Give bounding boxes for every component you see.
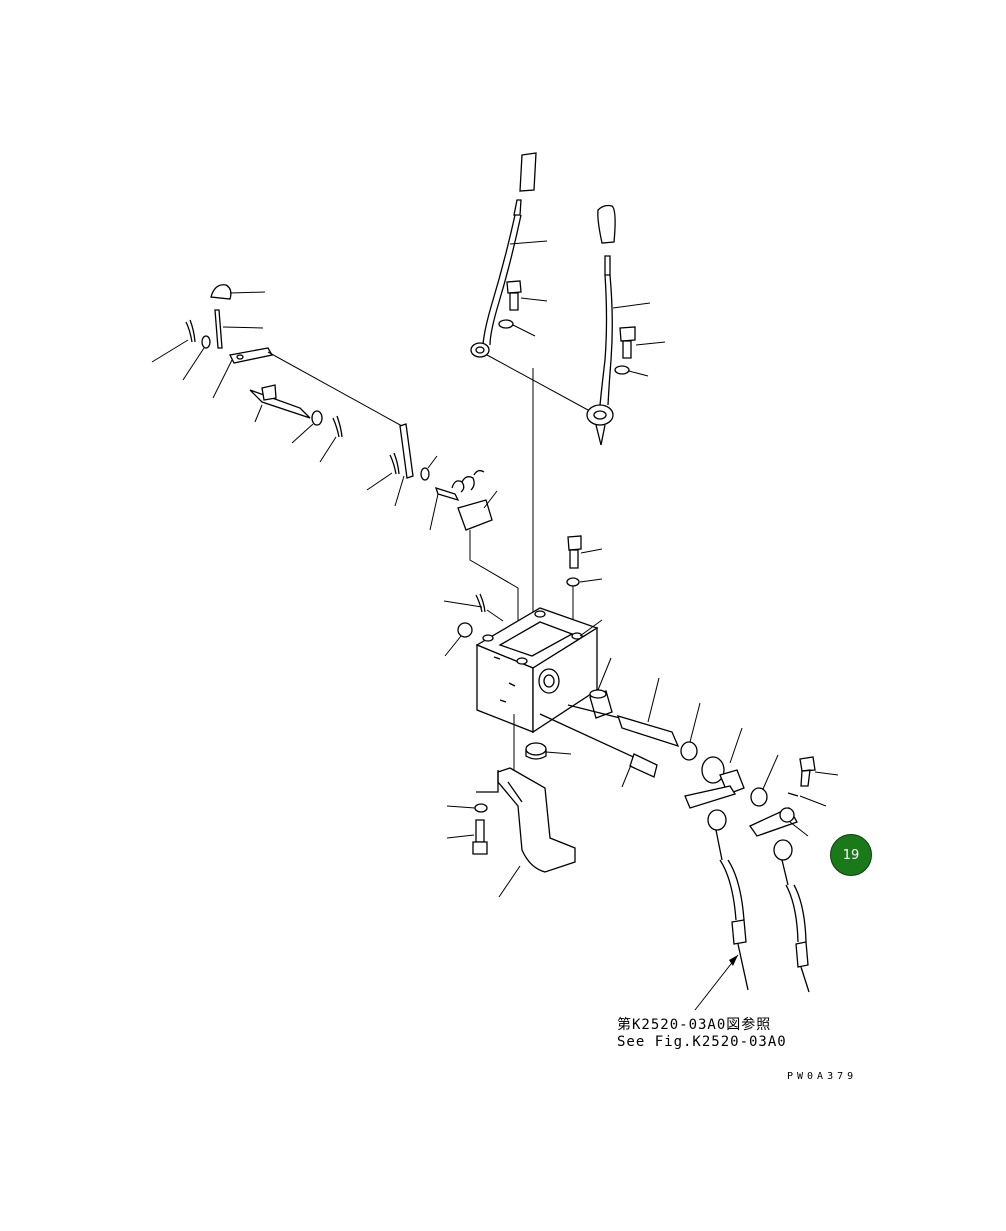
long-bolt [539, 713, 658, 778]
grease-fitting-bolt [799, 756, 816, 787]
cotter-pin [389, 452, 400, 475]
spring-clip [451, 469, 485, 493]
washer [566, 577, 580, 587]
gear-arm [684, 756, 745, 809]
cotter-pin [185, 319, 196, 343]
bushing-right [680, 741, 698, 761]
shaft [567, 704, 680, 748]
collar [750, 787, 768, 807]
right-control-lever [586, 204, 616, 446]
bushing [457, 622, 473, 638]
rubber-mount [525, 742, 547, 760]
lower-arm [749, 807, 798, 837]
pin-rod [214, 309, 223, 349]
control-box-housing [475, 607, 599, 734]
control-cable-left [707, 809, 749, 991]
washer [201, 335, 211, 349]
lever-bolt-right [619, 326, 636, 359]
box-bolt [567, 535, 582, 569]
left-control-lever [470, 152, 537, 358]
washer [311, 410, 323, 426]
page-number-badge[interactable]: 19 [830, 834, 872, 876]
washer [474, 803, 488, 813]
clevis-link [229, 347, 274, 364]
lever-plate [457, 499, 493, 531]
figure-reference-japanese: 第K2520-03A0図参照 [617, 1017, 772, 1033]
drawing-code: PW0A379 [787, 1071, 858, 1082]
link-rod [399, 423, 414, 479]
cotter-pin [475, 593, 486, 613]
cotter-pin [332, 415, 343, 438]
washer [614, 365, 630, 375]
bent-rod [434, 486, 460, 502]
bracket-bolt [472, 819, 488, 855]
control-cable-right [773, 839, 810, 993]
bracket-plate [249, 384, 311, 419]
washer [498, 319, 514, 329]
lever-bolt-left [506, 280, 522, 311]
figure-reference-english: See Fig.K2520-03A0 [617, 1034, 787, 1050]
grease-nipple [787, 792, 799, 797]
knob [210, 284, 232, 300]
washer [420, 467, 430, 481]
mounting-bracket [497, 767, 576, 873]
